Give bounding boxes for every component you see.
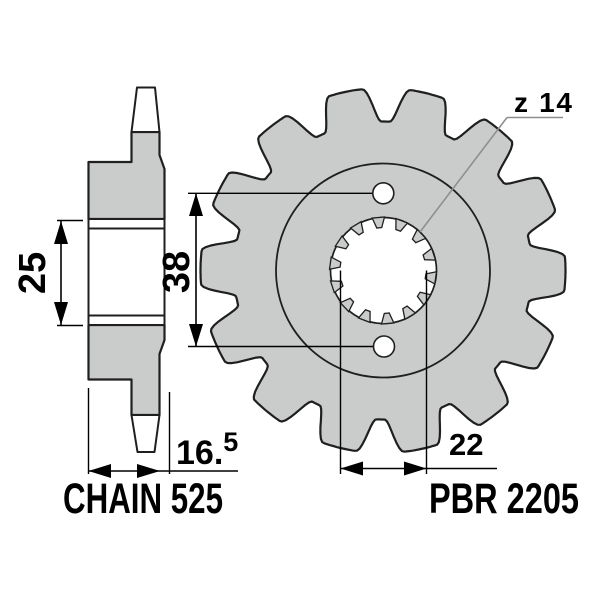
side-view-top-tooth bbox=[130, 86, 161, 133]
part-number-label: PBR 2205 bbox=[429, 475, 579, 523]
teeth-count-leader-line bbox=[419, 117, 508, 233]
spline-tooth bbox=[339, 297, 355, 313]
spline-tooth bbox=[424, 270, 438, 285]
dim-16-5-main: 16. bbox=[176, 434, 223, 472]
spline-tooth bbox=[334, 234, 350, 250]
side-view-cross-section bbox=[87, 86, 166, 453]
hub-circle bbox=[275, 162, 491, 379]
retainer-hole-bottom bbox=[372, 335, 396, 358]
spline-tooth bbox=[411, 228, 427, 244]
spline-tooth bbox=[371, 216, 386, 229]
side-view-bottom-tooth bbox=[130, 414, 161, 453]
dim-16-5-arrow-right bbox=[137, 464, 160, 478]
dim-16-5-arrow-left bbox=[88, 464, 111, 478]
spline-tooth bbox=[422, 247, 437, 261]
sprocket-front-view bbox=[188, 88, 567, 453]
retainer-hole-top bbox=[371, 182, 395, 205]
spline-tooth bbox=[395, 217, 409, 232]
dim-25-text: 25 bbox=[12, 252, 54, 294]
dim-25-arrow-down bbox=[54, 302, 68, 325]
chain-label: CHAIN 525 bbox=[63, 475, 223, 523]
spline-tooth bbox=[402, 305, 417, 321]
dim-38-text: 38 bbox=[156, 251, 198, 293]
teeth-count-callout: z 14 bbox=[419, 87, 572, 233]
spline-tooth bbox=[357, 309, 371, 324]
spline-tooth bbox=[349, 220, 364, 236]
spline-teeth-group bbox=[328, 216, 438, 325]
dim-25: 25 bbox=[12, 219, 83, 327]
dim-38-arrow-up bbox=[189, 193, 203, 216]
side-view-upper-hub bbox=[87, 130, 166, 221]
dim-38: 38 bbox=[156, 193, 203, 347]
dim-38-arrow-down bbox=[189, 324, 203, 347]
dim-16-5-sup: 5 bbox=[223, 427, 238, 457]
side-view-bore-section bbox=[88, 219, 165, 325]
dim-22-arrow-left bbox=[340, 461, 363, 476]
dim-22: 22 bbox=[339, 270, 497, 476]
dim-22-arrow-right bbox=[404, 461, 427, 476]
dim-25-arrow-up bbox=[54, 221, 68, 244]
dim-16-5-text: 16.5 bbox=[176, 427, 238, 472]
side-view-lower-hub bbox=[87, 323, 166, 417]
dim-22-text: 22 bbox=[449, 427, 483, 462]
spline-tooth bbox=[328, 256, 342, 271]
dim-16-5: 16.5 bbox=[87, 388, 238, 478]
spline-tooth bbox=[380, 312, 395, 325]
teeth-count-text: z 14 bbox=[514, 87, 572, 118]
